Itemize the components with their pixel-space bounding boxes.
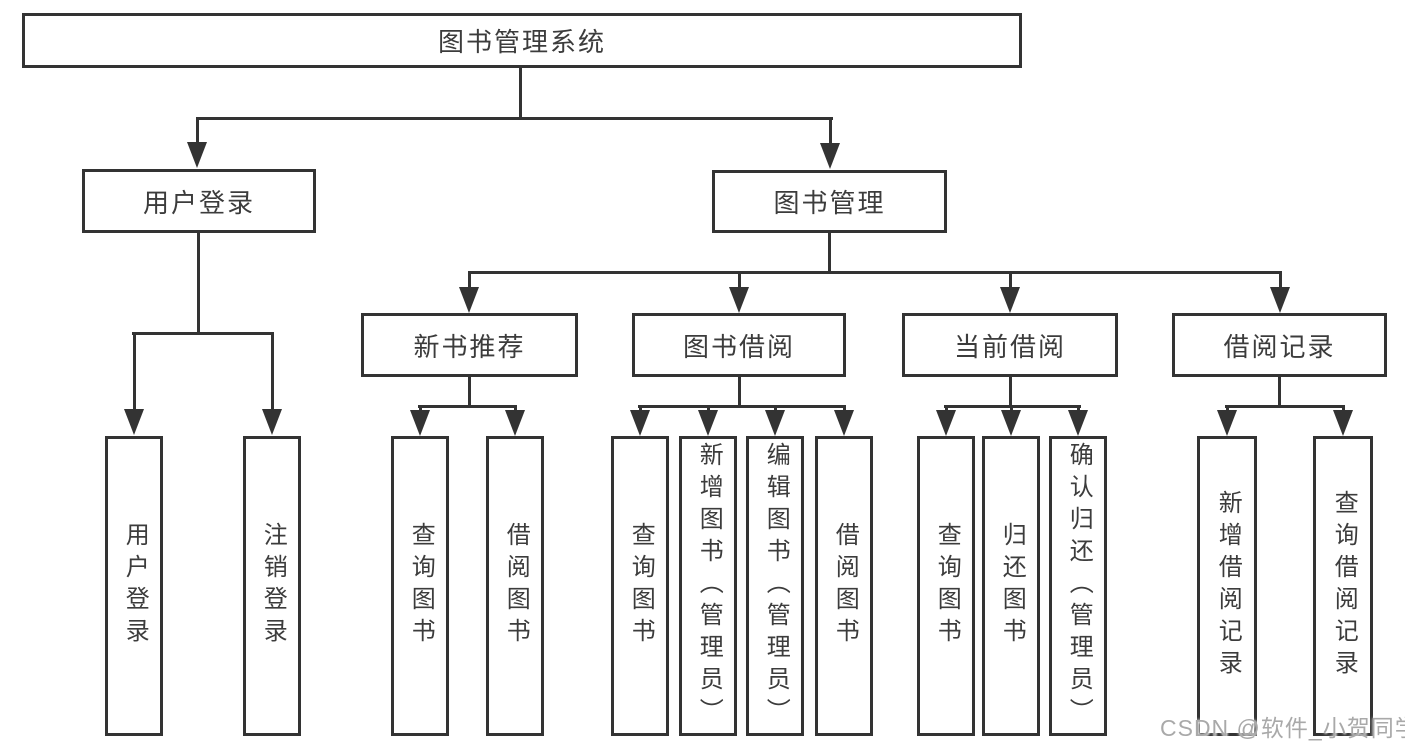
arrow-to-borrow-records: [1270, 274, 1290, 313]
node-book-borrow: 图书借阅: [632, 313, 846, 377]
leaf-newbooks-query-label: 查询图书: [407, 522, 435, 650]
leaf-current-query: 查询图书: [917, 436, 975, 736]
connector-root-stub: [519, 68, 522, 120]
leaf-newbooks-query: 查询图书: [391, 436, 449, 736]
arrow-to-leaf-login: [124, 335, 144, 435]
leaf-newbooks-borrow: 借阅图书: [486, 436, 544, 736]
leaf-records-query: 查询借阅记录: [1313, 436, 1373, 736]
arrow-to-book-borrow: [729, 274, 749, 313]
node-book-mgmt-label: 图书管理: [773, 188, 886, 218]
arrow-records-add: [1217, 408, 1237, 436]
arrow-records-query: [1333, 408, 1353, 436]
node-book-borrow-label: 图书借阅: [682, 331, 795, 362]
node-root: 图书管理系统: [22, 13, 1022, 68]
arrow-borrow-query: [630, 408, 650, 436]
leaf-current-return: 归还图书: [982, 436, 1040, 736]
connector-book-mgmt-branch: [468, 271, 1282, 274]
arrow-current-query: [936, 408, 956, 436]
leaf-borrow-query-label: 查询图书: [627, 522, 655, 650]
connector-root-branch: [196, 117, 833, 120]
node-current-borrow-label: 当前借阅: [953, 331, 1066, 362]
arrow-borrow-add: [698, 408, 718, 436]
node-borrow-records-label: 借阅记录: [1223, 331, 1336, 362]
arrow-to-new-books: [459, 274, 479, 313]
node-new-books: 新书推荐: [361, 313, 578, 377]
leaf-borrow-borrow-label: 借阅图书: [831, 522, 859, 650]
leaf-records-add: 新增借阅记录: [1197, 436, 1257, 736]
connector-current-borrow-branch: [944, 405, 1081, 408]
connector-user-login-stub: [197, 233, 200, 335]
node-user-login: 用户登录: [82, 169, 316, 233]
node-book-mgmt: 图书管理: [712, 170, 947, 233]
leaf-borrow-add-admin: 新增图书（管理员）: [679, 436, 737, 736]
leaf-user-login-label: 用户登录: [121, 522, 149, 650]
connector-new-books-stub: [468, 376, 471, 408]
leaf-borrow-borrow: 借阅图书: [815, 436, 873, 736]
leaf-current-return-label: 归还图书: [998, 522, 1026, 650]
connector-user-login-branch: [132, 332, 274, 335]
arrow-current-confirm: [1068, 408, 1088, 436]
leaf-records-add-label: 新增借阅记录: [1214, 490, 1242, 682]
leaf-borrow-edit-admin: 编辑图书（管理员）: [746, 436, 804, 736]
connector-book-borrow-stub: [738, 376, 741, 408]
connector-borrow-records-stub: [1278, 376, 1281, 408]
leaf-newbooks-borrow-label: 借阅图书: [502, 522, 530, 650]
arrow-borrow-borrow: [834, 408, 854, 436]
leaf-logout-label: 注销登录: [259, 522, 287, 650]
arrow-to-user-login: [187, 120, 207, 168]
arrow-borrow-edit: [765, 408, 785, 436]
node-current-borrow: 当前借阅: [902, 313, 1118, 377]
connector-book-mgmt-stub: [828, 233, 831, 274]
arrow-newbooks-borrow: [505, 408, 525, 436]
connector-book-borrow-branch: [638, 405, 846, 408]
leaf-logout: 注销登录: [243, 436, 301, 736]
connector-current-borrow-stub: [1009, 376, 1012, 408]
arrow-to-leaf-logout: [262, 335, 282, 435]
leaf-current-query-label: 查询图书: [933, 522, 961, 650]
node-new-books-label: 新书推荐: [413, 331, 526, 362]
leaf-current-confirm-admin: 确认归还（管理员）: [1049, 436, 1107, 736]
connector-new-books-branch: [418, 405, 517, 408]
node-user-login-label: 用户登录: [142, 187, 255, 218]
leaf-current-confirm-admin-label: 确认归还（管理员）: [1065, 442, 1093, 730]
leaf-borrow-query: 查询图书: [611, 436, 669, 736]
arrow-current-return: [1001, 408, 1021, 436]
arrow-newbooks-query: [410, 408, 430, 436]
leaf-user-login: 用户登录: [105, 436, 163, 736]
node-borrow-records: 借阅记录: [1172, 313, 1387, 377]
leaf-borrow-add-admin-label: 新增图书（管理员）: [695, 442, 723, 730]
arrow-to-book-mgmt: [820, 120, 840, 169]
leaf-borrow-edit-admin-label: 编辑图书（管理员）: [762, 442, 790, 730]
node-root-label: 图书管理系统: [437, 27, 606, 57]
connector-borrow-records-branch: [1225, 405, 1345, 408]
leaf-records-query-label: 查询借阅记录: [1330, 490, 1358, 682]
arrow-to-current-borrow: [1000, 274, 1020, 313]
csdn-watermark: CSDN @软件_小贺同学: [1160, 715, 1405, 741]
